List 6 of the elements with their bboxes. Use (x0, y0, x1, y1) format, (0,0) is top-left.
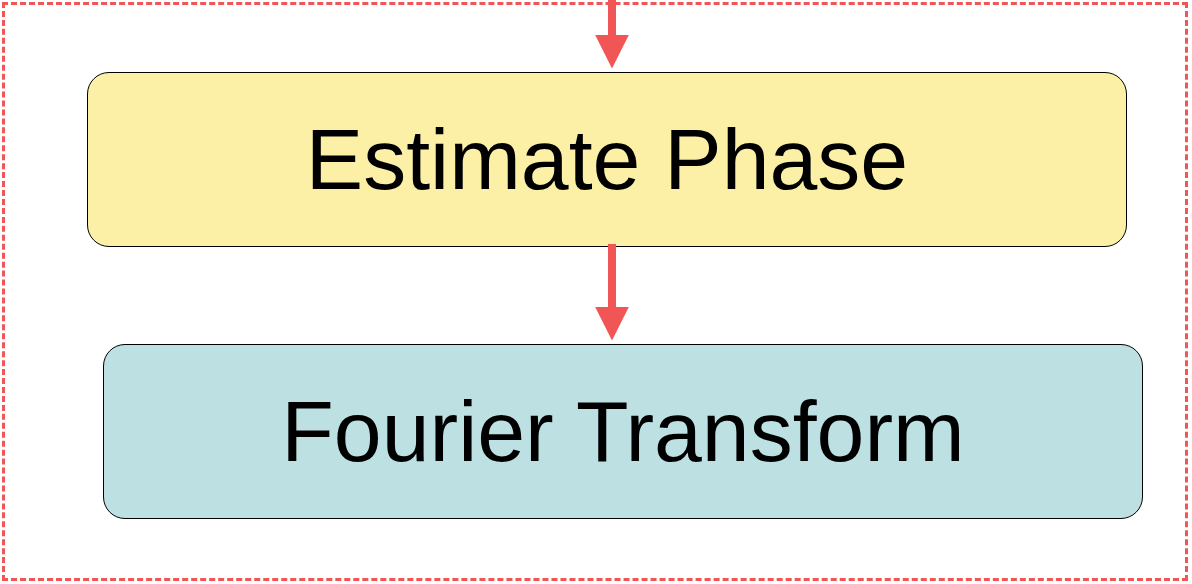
arrow (595, 0, 629, 69)
process-box (103, 344, 1143, 519)
arrow (595, 244, 629, 341)
box-label: Estimate Phase (305, 110, 909, 209)
process-box (87, 72, 1127, 247)
box-label: Fourier Transform (281, 382, 965, 481)
